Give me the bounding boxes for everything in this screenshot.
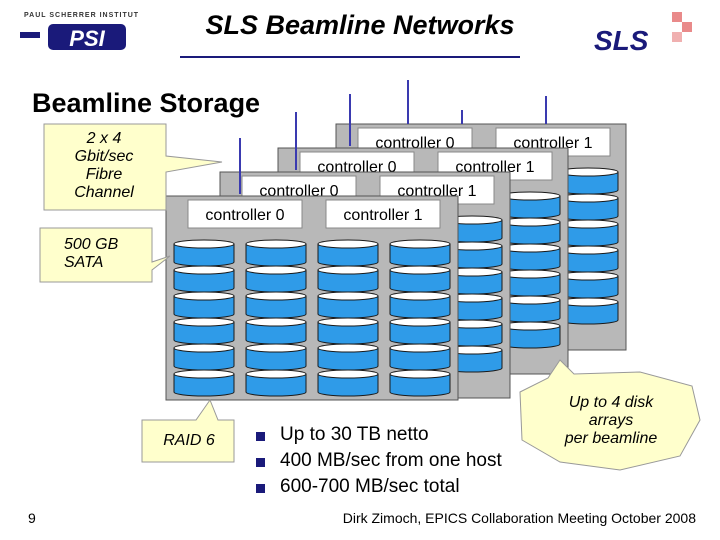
arrays-line-2: arrays [588, 412, 634, 429]
footer-text: Dirk Zimoch, EPICS Collaboration Meeting… [342, 510, 696, 526]
title-underline [180, 56, 520, 58]
raid-callout-text: RAID 6 [163, 432, 215, 449]
psi-caption: PAUL SCHERRER INSTITUT [24, 12, 140, 19]
arrays-callout [519, 359, 701, 471]
slide-title: SLS Beamline Networks [205, 10, 515, 40]
arrays-line-3: per beamline [564, 430, 658, 447]
sls-logo: SLS [594, 12, 692, 54]
arrays-line-1: Up to 4 disk [568, 394, 654, 411]
sls-logo-text: SLS [594, 25, 649, 54]
controller-0-box [187, 199, 303, 229]
bullet-item: 600-700 MB/sec total [280, 476, 460, 497]
fibre-line-3: Fibre [85, 166, 123, 183]
psi-logo: PSI [20, 22, 130, 52]
sata-callout [39, 227, 171, 283]
bullet-marker [256, 484, 265, 493]
controller-0-label: controller 0 [205, 207, 284, 224]
fibre-line-2: Gbit/sec [74, 148, 134, 165]
fibre-line-4: Channel [74, 184, 134, 201]
disk-array-4: controller 0 controller 1 [165, 195, 459, 401]
bullet-marker [256, 458, 265, 467]
fibre-line-1: 2 x 4 [86, 130, 122, 147]
bullet-marker [256, 432, 265, 441]
fibre-callout-text: 2 x 4 Gbit/sec Fibre Channel [46, 130, 162, 202]
arrays-callout-text: Up to 4 disk arrays per beamline [536, 394, 686, 448]
raid-callout [141, 398, 235, 463]
controller-1-label: controller 1 [343, 207, 422, 224]
section-title: Beamline Storage [32, 88, 261, 118]
bullet-item: Up to 30 TB netto [280, 424, 429, 445]
slide-number: 9 [28, 510, 36, 526]
sata-line-1: 500 GB [64, 236, 119, 253]
sata-callout-text: 500 GB SATA [42, 236, 146, 272]
bullet-item: 400 MB/sec from one host [280, 450, 502, 471]
controller-1-box [325, 199, 441, 229]
psi-logo-text: PSI [69, 26, 105, 51]
fibre-callout [43, 123, 223, 211]
sata-line-2: SATA [64, 254, 104, 271]
